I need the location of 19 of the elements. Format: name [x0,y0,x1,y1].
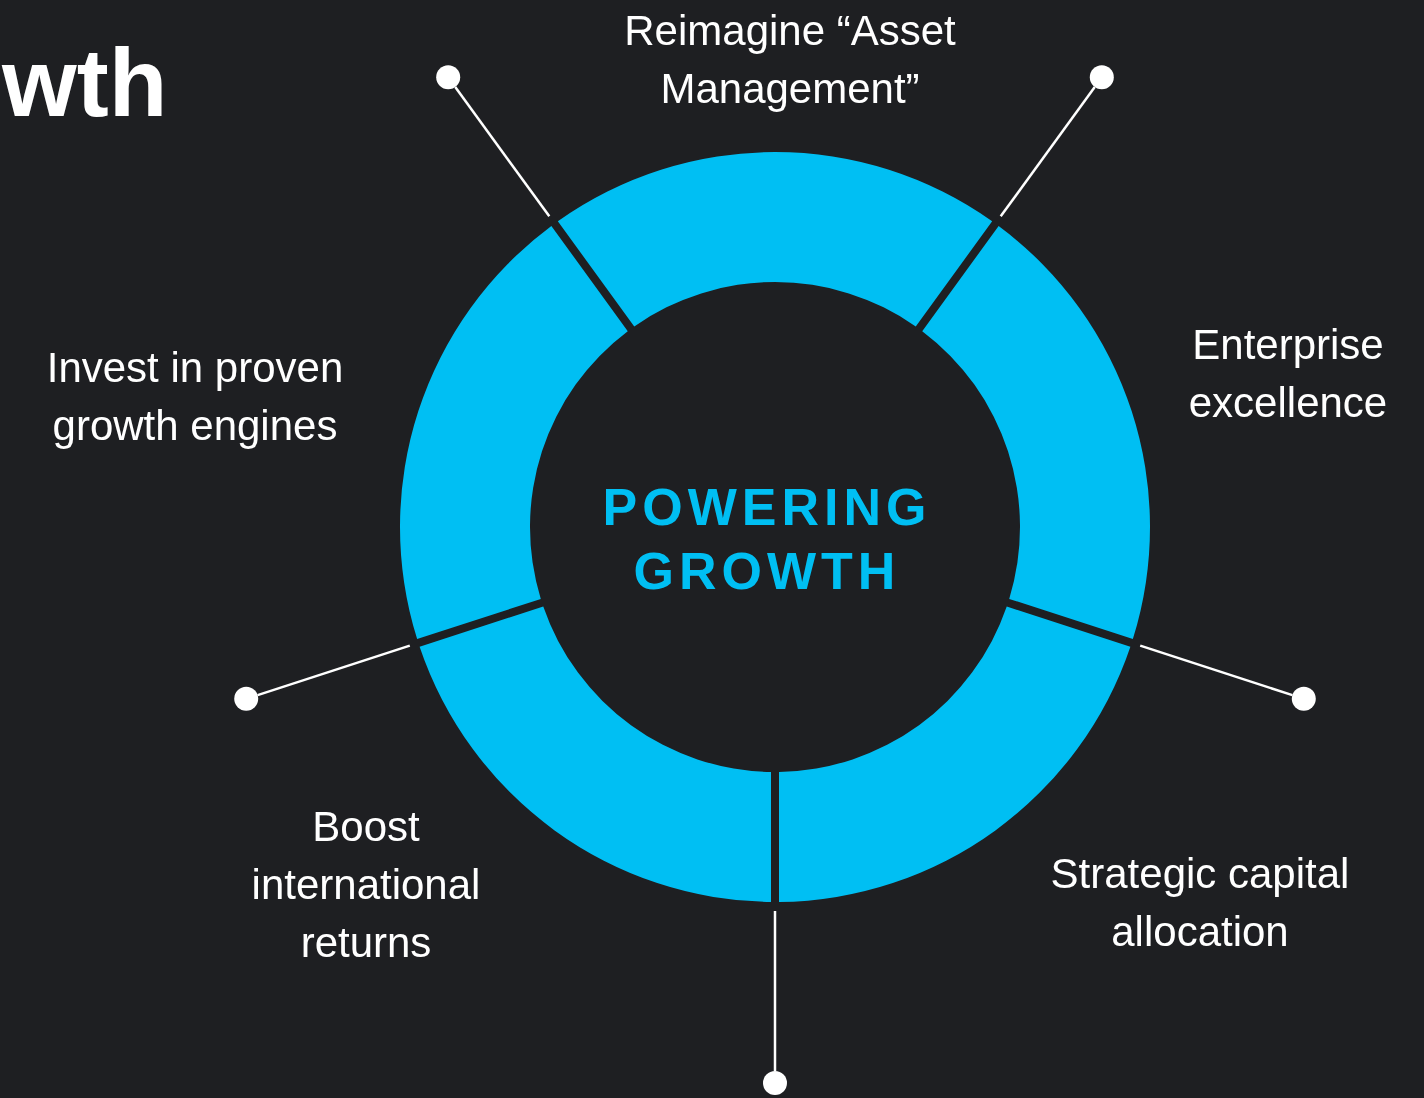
segment-label: Reimagine “Asset Management” [623,6,957,114]
dot [763,1071,787,1095]
heading: wth [2,28,168,138]
leader-line [257,644,411,697]
segment-label: Boost international returns [250,802,482,968]
ring-segment [922,226,1150,640]
leader-line [1139,644,1293,697]
leader-line [999,86,1096,218]
dot [436,65,461,90]
dot [1291,686,1316,711]
dot [1089,65,1114,90]
segment-label: Strategic capital allocation [1049,849,1351,957]
leader-line [454,86,551,218]
segment-label: Enterprise excellence [1187,320,1389,428]
segment-label: Invest in proven growth engines [45,343,345,451]
dot [234,686,259,711]
leader-line [773,911,777,1071]
center-title: POWERING GROWTH [587,475,947,603]
ring-segment [557,152,993,327]
